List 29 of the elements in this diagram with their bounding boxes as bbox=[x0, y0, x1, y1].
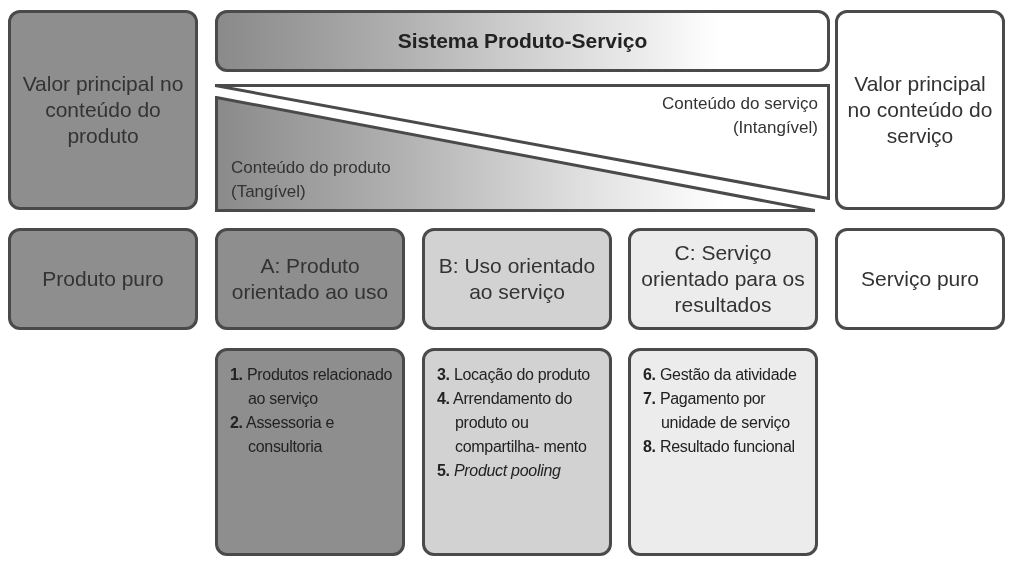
list-box bbox=[628, 348, 818, 556]
box-label: Serviço puro bbox=[861, 266, 979, 292]
box-label: C: Serviço orientado para os resultados bbox=[640, 240, 806, 318]
triangle-text: Conteúdo do serviço (Intangível) bbox=[661, 93, 818, 139]
category-box bbox=[628, 228, 818, 330]
value-box bbox=[835, 10, 1005, 210]
value-box bbox=[8, 10, 198, 210]
category-box bbox=[8, 228, 198, 330]
triangle-text: Conteúdo do produto (Tangível) bbox=[231, 157, 392, 203]
list-box bbox=[422, 348, 612, 556]
title-banner bbox=[215, 10, 830, 72]
list-box bbox=[215, 348, 405, 556]
list-item: 3. Locação do produto bbox=[437, 365, 591, 385]
box-label: Produto puro bbox=[42, 266, 164, 292]
list-item: 5. Product pooling bbox=[437, 461, 562, 481]
box-label: B: Uso orientado ao serviço bbox=[437, 253, 597, 305]
category-box bbox=[422, 228, 612, 330]
box-label: Valor principal no conteúdo do produto bbox=[21, 71, 185, 149]
list-item: 1. Produtos relacionado ao serviço bbox=[230, 365, 394, 409]
list-item: 8. Resultado funcional bbox=[643, 437, 796, 457]
box-label: Valor principal no conteúdo do serviço bbox=[846, 71, 994, 149]
list-item: 2. Assessoria e consultoria bbox=[230, 413, 335, 457]
title-text: Sistema Produto-Serviço bbox=[397, 28, 648, 55]
list-item: 6. Gestão da atividade bbox=[643, 365, 798, 385]
list-item: 7. Pagamento por unidade de serviço bbox=[643, 389, 791, 433]
list-item: 4. Arrendamento do produto ou compartilha- mento bbox=[437, 389, 588, 457]
category-box bbox=[215, 228, 405, 330]
box-label: A: Produto orientado ao uso bbox=[230, 253, 390, 305]
category-box bbox=[835, 228, 1005, 330]
